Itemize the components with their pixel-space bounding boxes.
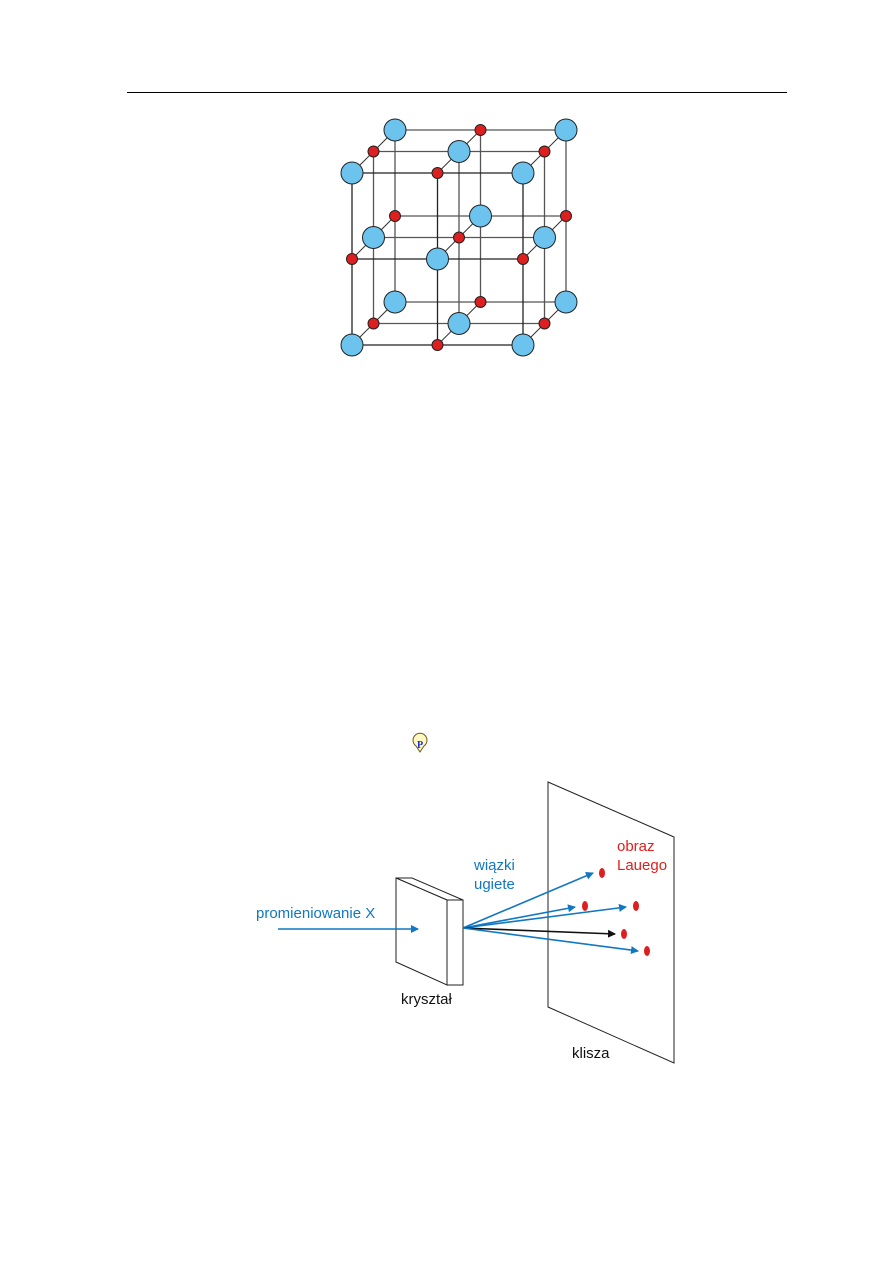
na-ion-atom [474,124,487,136]
annotation-marker-icon[interactable]: P [412,732,428,753]
cl-ion-atom [533,226,556,249]
diffracted-beams [462,872,639,955]
beams-label-2: ugiete [474,876,515,893]
na-ion-atom [389,210,401,222]
cl-ion-atom [447,140,471,163]
pattern-label-2: Lauego [617,857,667,874]
na-ion-atom [367,145,380,158]
header-rule [127,92,787,93]
na-ion-atom [431,167,444,179]
na-ion-atom [453,231,465,244]
cl-ion-atom [383,118,407,142]
cl-ion-atom [340,161,364,185]
cl-ion-atom [362,226,385,249]
cl-ion-atom [554,118,578,142]
film-label: klisza [572,1045,610,1062]
beams-label-1: wiązki [473,857,515,874]
na-ion-atom [367,317,380,330]
cl-ion-atom [469,204,492,228]
cl-ion-atom [511,161,535,185]
svg-text:P: P [417,740,423,751]
na-ion-atom [538,317,551,330]
na-ion-atom [560,210,572,222]
na-ion-atom [431,339,444,351]
cl-ion-atom [340,333,364,357]
source-label: promieniowanie X [256,905,375,922]
crystal-label: kryształ [401,991,453,1008]
laue-spots [582,868,650,956]
laue-diagram: P promieniowanie X wiązki ug [256,732,675,1064]
na-ion-atom [346,253,358,265]
na-ion-atom [474,296,487,308]
nacl-lattice-diagram [340,118,578,357]
cl-ion-atom [426,247,449,271]
pattern-label-1: obraz [617,838,655,855]
cl-ion-atom [554,290,578,314]
na-ion-atom [517,253,529,265]
na-ion-atom [538,145,551,158]
cl-ion-atom [511,333,535,357]
film-plate [547,781,675,1064]
cl-ion-atom [447,312,471,335]
crystal [395,877,464,986]
cl-ion-atom [383,290,407,314]
